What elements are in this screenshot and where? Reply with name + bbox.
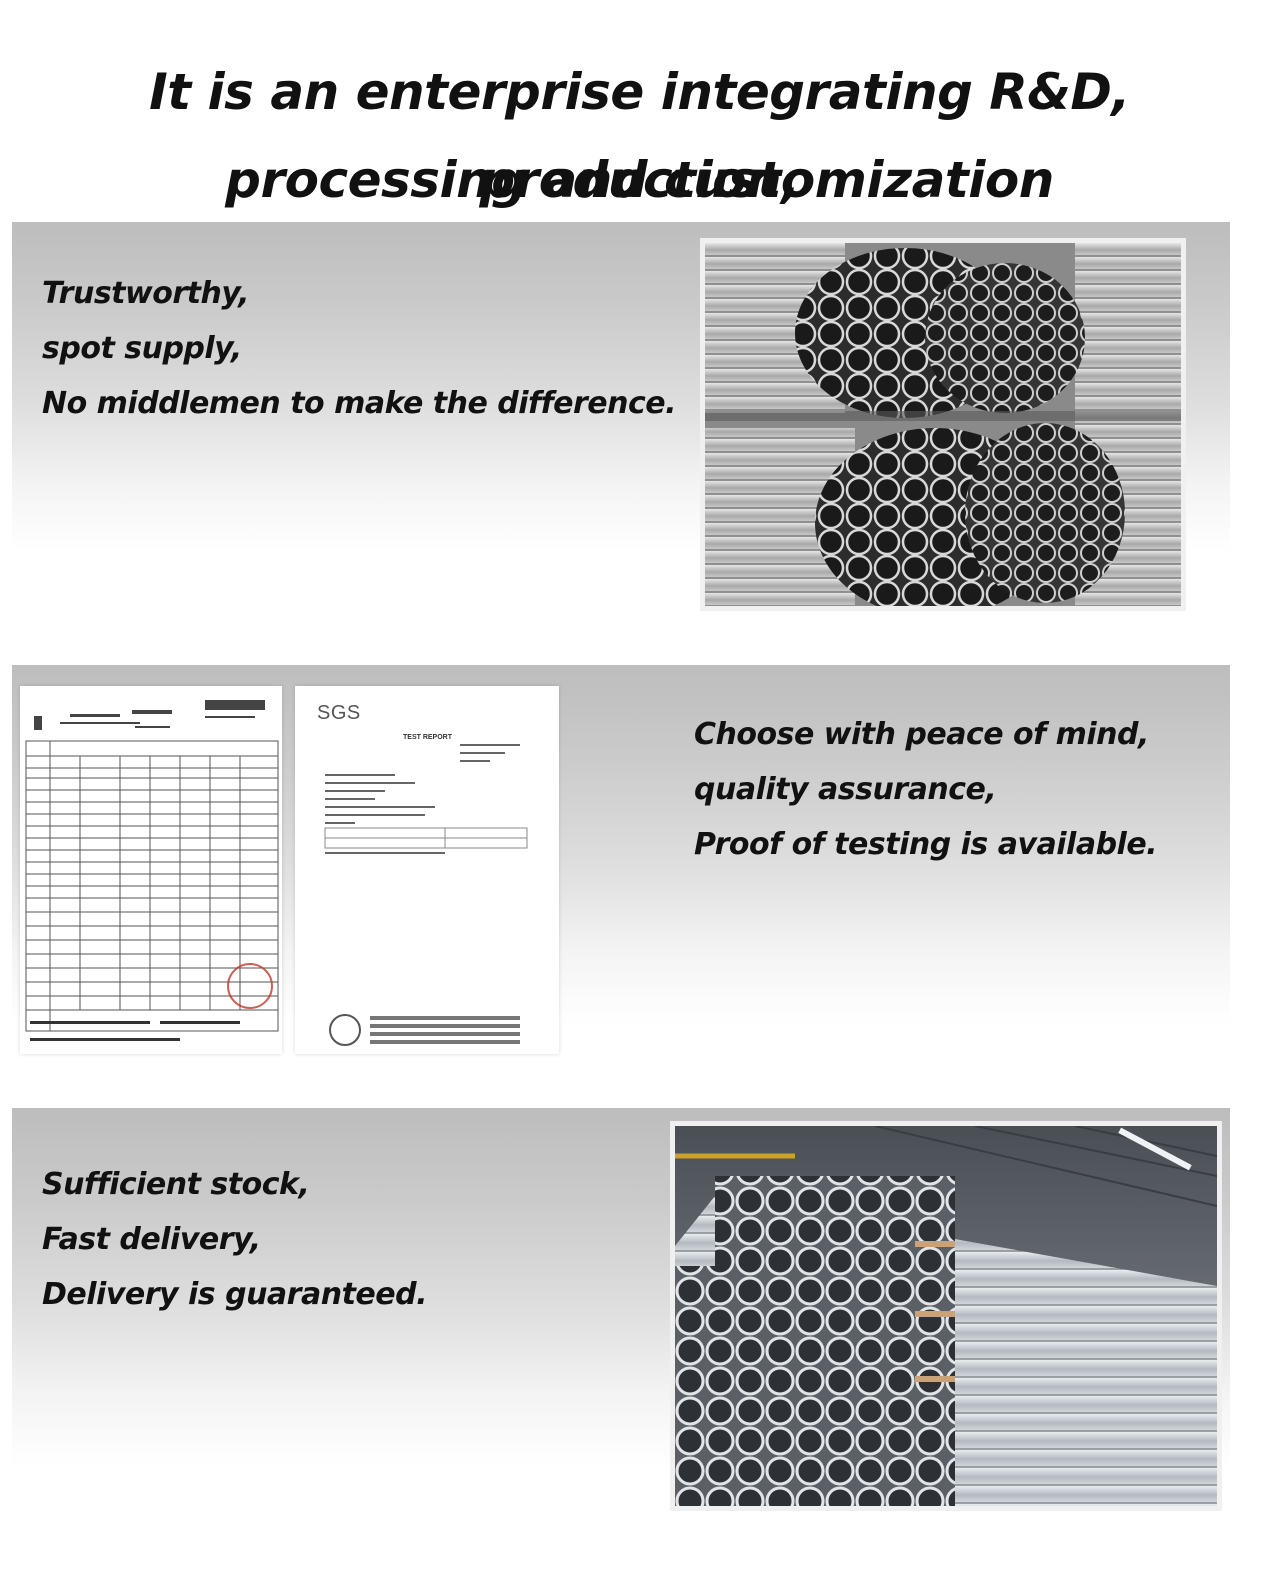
warehouse-pipe-stack-image xyxy=(675,1126,1217,1506)
section-1-line: No middlemen to make the difference. xyxy=(42,386,677,421)
headline-line-2: processing and customization xyxy=(225,151,1054,209)
section-1-text: Trustworthy, spot supply, No middlemen t… xyxy=(42,266,677,431)
section-3-text: Sufficient stock, Fast delivery, Deliver… xyxy=(42,1157,427,1322)
section-3-line: Sufficient stock, xyxy=(42,1167,310,1202)
pipe-bundles-image xyxy=(705,243,1181,606)
section-1-line: spot supply, xyxy=(42,331,242,366)
section-3-line: Fast delivery, xyxy=(42,1222,261,1257)
section-3-line: Delivery is guaranteed. xyxy=(42,1277,427,1312)
sgs-report-body-image xyxy=(324,744,528,1046)
certificate-document xyxy=(20,686,282,1054)
section-2-text: Choose with peace of mind, quality assur… xyxy=(694,707,1158,872)
section-2-line: Choose with peace of mind, xyxy=(694,717,1149,752)
headline-line-1: It is an enterprise integrating R&D, pro… xyxy=(149,63,1130,209)
section-1-line: Trustworthy, xyxy=(42,276,249,311)
sgs-test-report: SGS TEST REPORT xyxy=(295,686,559,1054)
warehouse-pipes-photo xyxy=(675,1126,1217,1506)
pipe-bundles-photo xyxy=(705,243,1181,606)
sgs-report-title: TEST REPORT xyxy=(403,734,453,741)
sgs-logo: SGS xyxy=(317,702,361,724)
section-2-line: Proof of testing is available. xyxy=(694,827,1158,862)
certificate-table-image xyxy=(20,686,282,1054)
section-2-line: quality assurance, xyxy=(694,772,997,807)
